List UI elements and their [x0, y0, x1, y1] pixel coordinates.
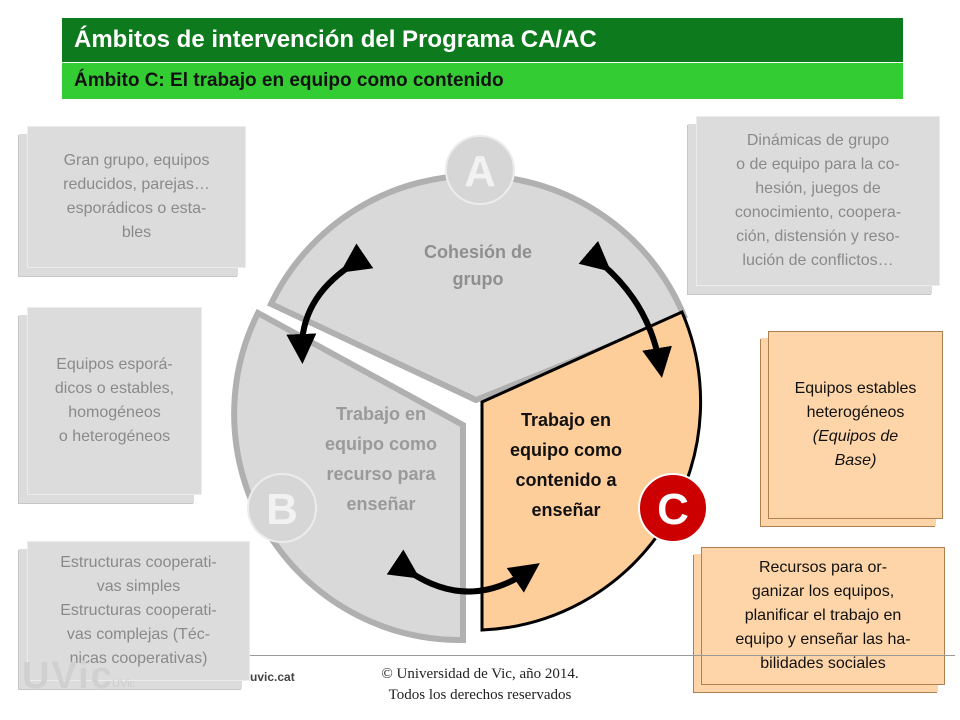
right-box-resources: Recursos para or- ganizar los equipos, p…	[701, 547, 945, 685]
sector-b-label-2: equipo como	[325, 434, 437, 454]
right-box-base-teams: Equipos estables heterogéneos (Equipos d…	[768, 331, 943, 519]
sector-c-label-3: contenido a	[515, 470, 617, 490]
arrow-a-b	[286, 243, 374, 364]
left-box-group-size: Gran grupo, equipos reducidos, parejas… …	[27, 126, 246, 268]
badge-a-letter: A	[464, 147, 496, 196]
left-box-structures: Estructuras cooperati- vas simples Estru…	[27, 541, 250, 681]
base-teams-line-1: Equipos estables	[794, 380, 917, 397]
footer-copyright: © Universidad de Vic, año 2014. Todos lo…	[381, 666, 579, 703]
sector-b-label-4: enseñar	[346, 494, 415, 514]
footer-site-link[interactable]: uvic.cat	[250, 670, 295, 684]
sector-c-label-2: equipo como	[510, 440, 622, 460]
right-box-dynamics: Dinámicas de grupo o de equipo para la c…	[696, 116, 940, 286]
arrow-b-c	[386, 549, 540, 595]
arrow-a-c	[578, 240, 672, 378]
sector-b-label-3: recurso para	[326, 464, 436, 484]
badge-c-letter: C	[657, 485, 689, 534]
base-teams-line-3: (Equipos de	[812, 428, 899, 445]
badge-a	[445, 135, 515, 205]
footer-divider	[250, 655, 955, 656]
page-title: Ámbitos de intervención del Programa CA/…	[62, 18, 903, 62]
badge-c	[638, 473, 708, 543]
left-box-team-types: Equipos esporá- dicos o estables, homogé…	[27, 307, 202, 495]
sector-c-label-4: enseñar	[531, 500, 600, 520]
badge-b	[247, 473, 317, 543]
uvic-logo: UVic	[22, 655, 114, 697]
badge-b-letter: B	[266, 485, 298, 534]
sector-a-label-1: Cohesión de	[424, 242, 532, 262]
uvic-logo-sub: UVic	[112, 678, 136, 690]
base-teams-line-2: heterogéneos	[806, 404, 905, 421]
base-teams-line-4: Base)	[834, 452, 877, 469]
sector-c-label-1: Trabajo en	[521, 410, 611, 430]
sector-a-label-2: grupo	[453, 269, 504, 289]
page-subtitle: Ámbito C: El trabajo en equipo como cont…	[62, 63, 903, 99]
sector-b-label-1: Trabajo en	[336, 404, 426, 424]
